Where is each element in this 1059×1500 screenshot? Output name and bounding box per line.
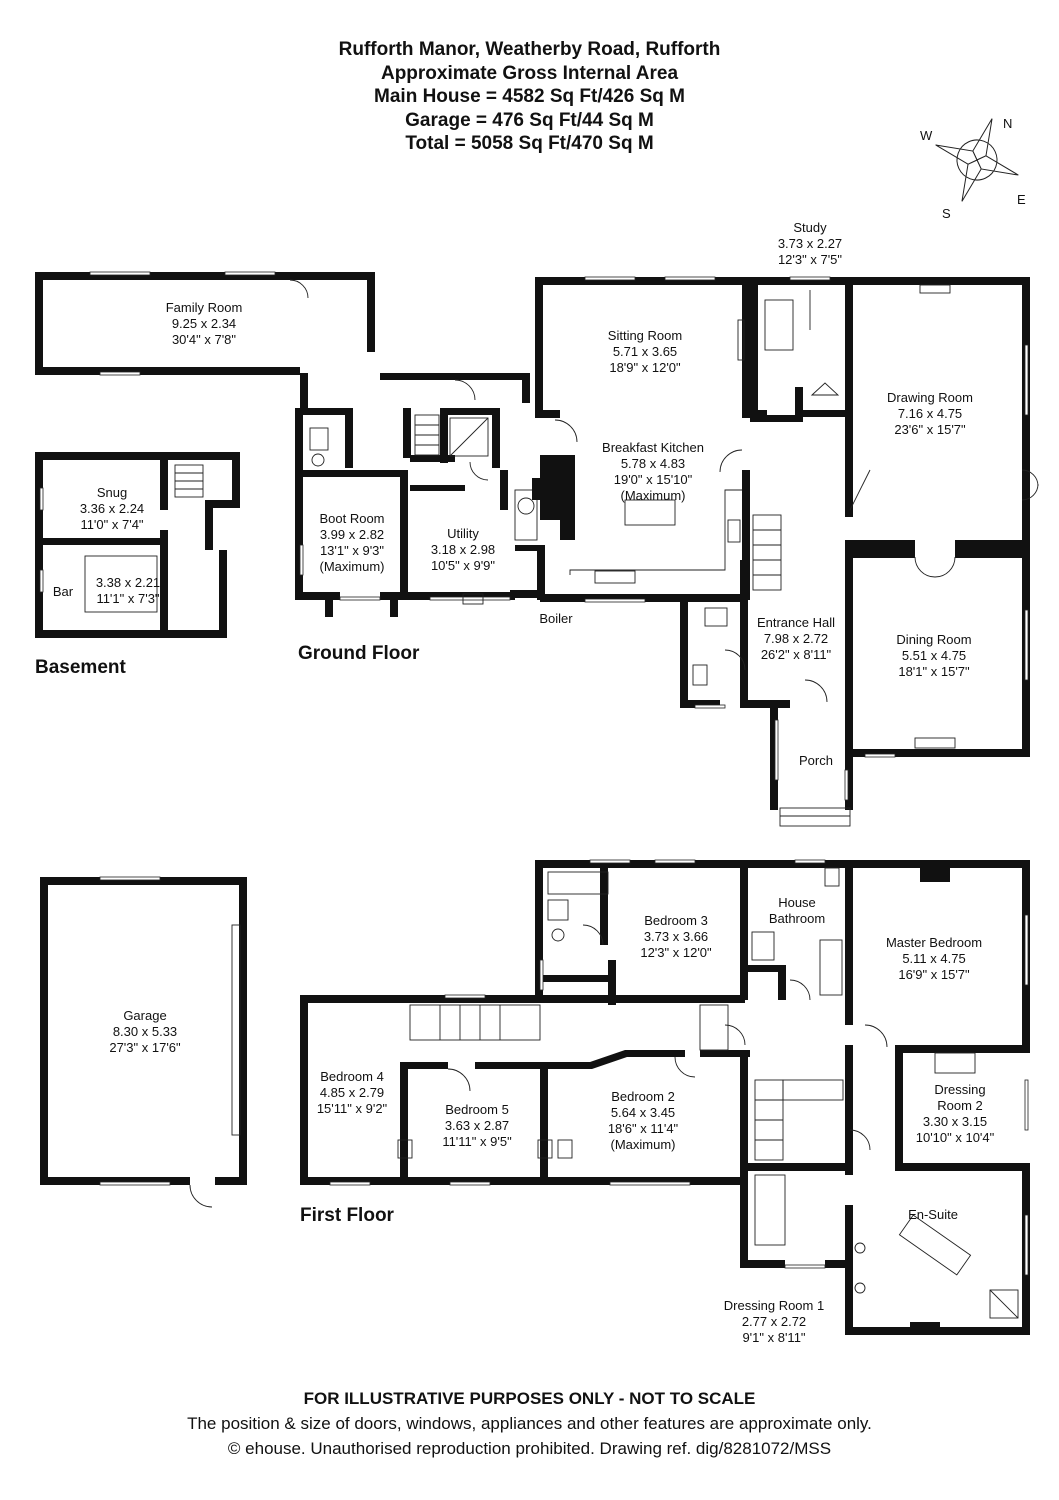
house-bathroom-name-1: House — [778, 895, 816, 910]
garage-imperial: 27'3" x 17'6" — [109, 1040, 181, 1055]
breakfast-kitchen-note: (Maximum) — [621, 488, 686, 503]
snug-name: Snug — [97, 485, 127, 500]
bedroom-3-imperial: 12'3" x 12'0" — [640, 945, 712, 960]
study-metric: 3.73 x 2.27 — [778, 236, 842, 251]
boot-room-note: (Maximum) — [320, 559, 385, 574]
garage-metric: 8.30 x 5.33 — [113, 1024, 177, 1039]
compass-north: N — [1003, 116, 1012, 131]
entrance-hall-imperial: 26'2" x 8'11" — [761, 647, 832, 662]
dressing-room-2-metric: 3.30 x 3.15 — [923, 1114, 987, 1129]
family-room-imperial: 30'4" x 7'8" — [172, 332, 236, 347]
basement-plan — [35, 452, 240, 638]
compass-icon: N E S W — [920, 116, 1026, 221]
bedroom-5-metric: 3.63 x 2.87 — [445, 1118, 509, 1133]
boot-room-name: Boot Room — [319, 511, 384, 526]
dining-room-name: Dining Room — [896, 632, 971, 647]
bedroom-3-metric: 3.73 x 3.66 — [644, 929, 708, 944]
bar-imperial: 11'1" x 7'3" — [96, 591, 159, 606]
plan-header: Rufforth Manor, Weatherby Road, Rufforth… — [0, 38, 1059, 156]
family-room-metric: 9.25 x 2.34 — [172, 316, 236, 331]
sitting-room-metric: 5.71 x 3.65 — [613, 344, 677, 359]
garage-area: Garage = 476 Sq Ft/44 Sq M — [405, 109, 654, 131]
basement-title: Basement — [35, 657, 126, 678]
house-bathroom-name-2: Bathroom — [769, 911, 825, 926]
plan-footer: FOR ILLUSTRATIVE PURPOSES ONLY - NOT TO … — [0, 1386, 1059, 1461]
breakfast-kitchen-name: Breakfast Kitchen — [602, 440, 704, 455]
garage-plan — [40, 876, 247, 1208]
breakfast-kitchen-metric: 5.78 x 4.83 — [621, 456, 685, 471]
property-address: Rufforth Manor, Weatherby Road, Rufforth — [338, 39, 721, 60]
utility-metric: 3.18 x 2.98 — [431, 542, 495, 557]
boiler-label: Boiler — [539, 611, 573, 626]
dressing-room-2-imperial: 10'10" x 10'4" — [916, 1130, 995, 1145]
bedroom-5-imperial: 11'11" x 9'5" — [442, 1134, 512, 1149]
ground-floor-title: Ground Floor — [298, 643, 420, 664]
bedroom-2-name: Bedroom 2 — [611, 1089, 675, 1104]
family-room-name: Family Room — [166, 300, 243, 315]
master-bedroom-name: Master Bedroom — [886, 935, 982, 950]
utility-imperial: 10'5" x 9'9" — [431, 558, 495, 573]
compass-south: S — [942, 206, 951, 221]
area-caption: Approximate Gross Internal Area — [380, 62, 679, 84]
study-name: Study — [793, 220, 827, 235]
garage-name: Garage — [123, 1008, 166, 1023]
master-bedroom-imperial: 16'9" x 15'7" — [898, 967, 970, 982]
snug-metric: 3.36 x 2.24 — [80, 501, 144, 516]
bedroom-5-name: Bedroom 5 — [445, 1102, 509, 1117]
sitting-room-name: Sitting Room — [608, 328, 682, 343]
entrance-hall-name: Entrance Hall — [757, 615, 835, 630]
boot-room-imperial: 13'1" x 9'3" — [320, 543, 384, 558]
main-house-area: Main House = 4582 Sq Ft/426 Sq M — [374, 86, 685, 107]
disclaimer-title: FOR ILLUSTRATIVE PURPOSES ONLY - NOT TO … — [303, 1389, 756, 1408]
dressing-room-1-name: Dressing Room 1 — [724, 1298, 824, 1313]
bedroom-2-metric: 5.64 x 3.45 — [611, 1105, 675, 1120]
bedroom-4-name: Bedroom 4 — [320, 1069, 384, 1084]
drawing-room-name: Drawing Room — [887, 390, 973, 405]
dressing-room-2-name-2: Room 2 — [937, 1098, 983, 1113]
drawing-room-imperial: 23'6" x 15'7" — [894, 422, 966, 437]
study-imperial: 12'3" x 7'5" — [778, 252, 842, 267]
bedroom-4-metric: 4.85 x 2.79 — [320, 1085, 384, 1100]
en-suite-label: En-Suite — [908, 1207, 958, 1222]
snug-imperial: 11'0" x 7'4" — [80, 517, 143, 532]
disclaimer-text: The position & size of doors, windows, a… — [187, 1414, 872, 1433]
bedroom-2-imperial: 18'6" x 11'4" — [608, 1121, 679, 1136]
bedroom-4-imperial: 15'11" x 9'2" — [317, 1101, 388, 1116]
master-bedroom-metric: 5.11 x 4.75 — [902, 951, 965, 966]
drawing-room-metric: 7.16 x 4.75 — [898, 406, 962, 421]
bedroom-3-name: Bedroom 3 — [644, 913, 708, 928]
dining-room-imperial: 18'1" x 15'7" — [898, 664, 970, 679]
bedroom-2-note: (Maximum) — [611, 1137, 676, 1152]
dressing-room-1-metric: 2.77 x 2.72 — [742, 1314, 806, 1329]
boot-room-metric: 3.99 x 2.82 — [320, 527, 384, 542]
total-area: Total = 5058 Sq Ft/470 Sq M — [405, 133, 654, 154]
ground-floor-plan — [35, 271, 1039, 827]
bar-metric: 3.38 x 2.21 — [96, 575, 160, 590]
copyright-text: © ehouse. Unauthorised reproduction proh… — [227, 1439, 832, 1458]
dining-room-metric: 5.51 x 4.75 — [902, 648, 966, 663]
compass-east: E — [1017, 192, 1026, 207]
entrance-hall-metric: 7.98 x 2.72 — [764, 631, 828, 646]
dressing-room-2-name-1: Dressing — [934, 1082, 985, 1097]
utility-name: Utility — [447, 526, 479, 541]
sitting-room-imperial: 18'9" x 12'0" — [609, 360, 681, 375]
bar-name: Bar — [53, 584, 74, 599]
compass-west: W — [920, 128, 933, 143]
breakfast-kitchen-imperial: 19'0" x 15'10" — [614, 472, 693, 487]
first-floor-plan — [300, 859, 1030, 1335]
first-floor-title: First Floor — [300, 1205, 395, 1226]
dressing-room-1-imperial: 9'1" x 8'11" — [742, 1330, 805, 1345]
porch-label: Porch — [799, 753, 833, 768]
